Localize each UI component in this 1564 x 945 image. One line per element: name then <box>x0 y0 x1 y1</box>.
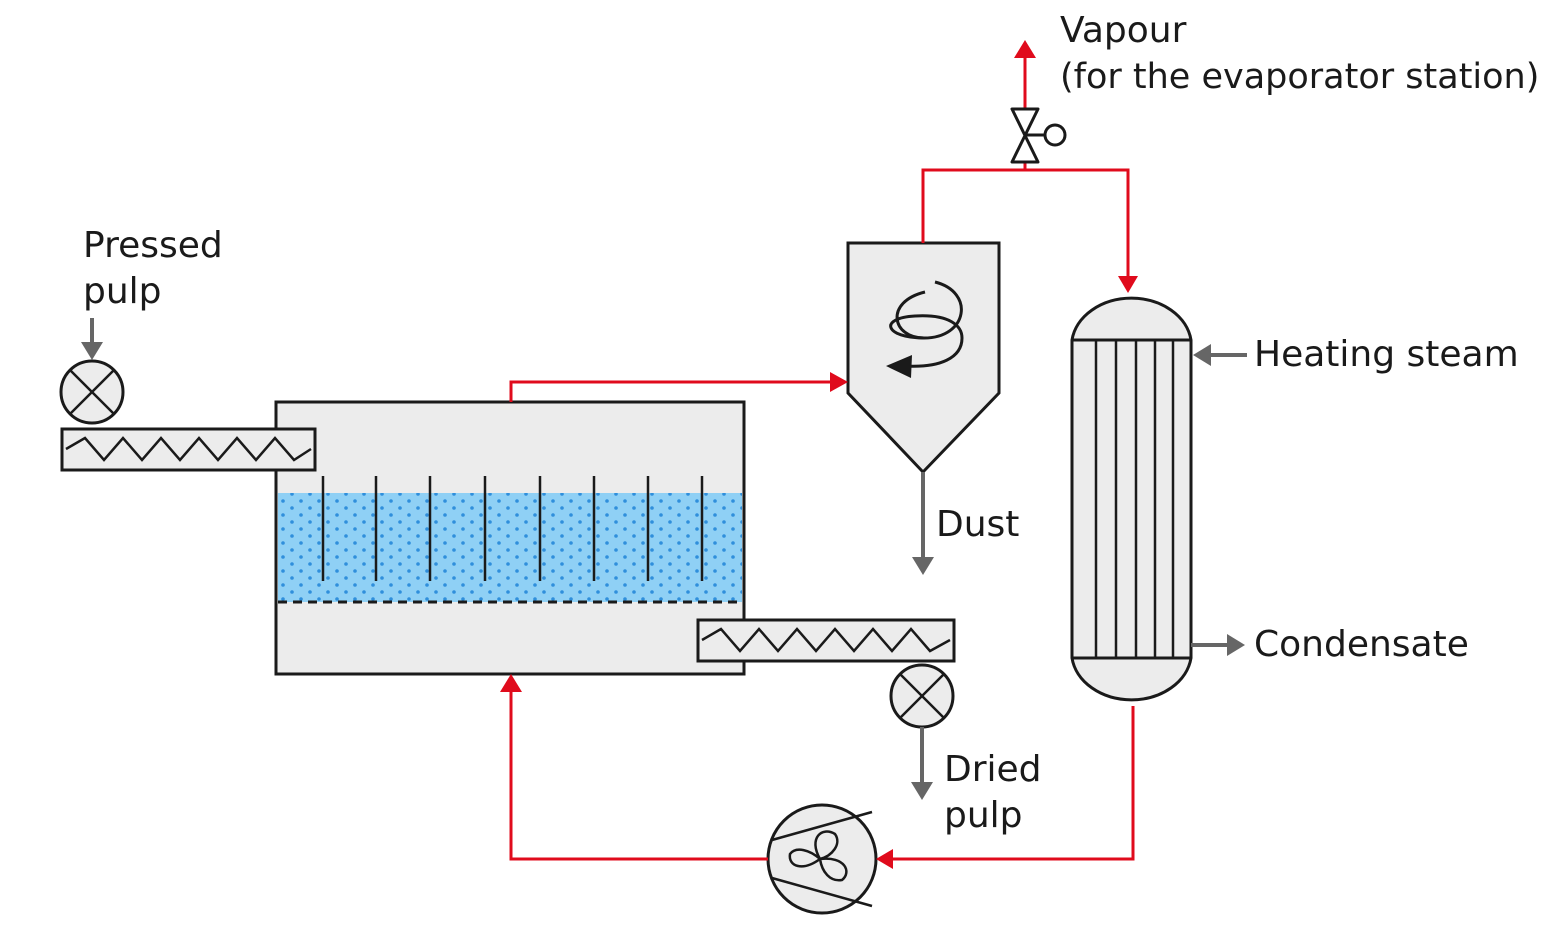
exchanger-tubes <box>1094 340 1175 658</box>
arrow-into-cyclone <box>830 372 848 392</box>
fan-blades <box>788 830 848 882</box>
fluidized-bed <box>278 493 742 602</box>
partition-walls <box>321 476 704 581</box>
process-arrowheads <box>500 40 1138 869</box>
circulation-fan <box>766 803 878 915</box>
inlet-screw-conveyor <box>60 427 317 472</box>
process-lines <box>509 56 1135 861</box>
utility-lines <box>90 318 1247 785</box>
arrow-into-exchanger <box>1118 276 1138 293</box>
outlet-rotary-valve <box>889 663 955 729</box>
arrow-dried-pulp <box>911 782 933 800</box>
fan-to-dryer-line <box>509 690 768 861</box>
heat-exchanger <box>1070 296 1193 702</box>
arrow-heating-steam <box>1193 344 1211 366</box>
arrow-vapour-up <box>1014 40 1036 58</box>
cyclone-arrowhead <box>886 355 912 378</box>
heating-steam-label: Heating steam <box>1254 334 1519 375</box>
condensate-label: Condensate <box>1254 624 1469 665</box>
screw-conveyor-icon <box>701 627 951 653</box>
pressed-pulp-label-line2: pulp <box>83 271 162 312</box>
exchanger-to-fan-line <box>890 706 1135 861</box>
arrow-condensate <box>1227 634 1245 656</box>
arrow-dust <box>912 557 934 575</box>
outlet-screw-conveyor <box>696 618 956 663</box>
dryer-to-cyclone-line <box>509 380 834 402</box>
dust-label: Dust <box>936 504 1020 545</box>
cyclone <box>846 241 1001 475</box>
dried-pulp-label-line2: pulp <box>944 795 1023 836</box>
vapour-label-line2: (for the evaporator station) <box>1060 57 1540 97</box>
arrow-into-fan <box>876 849 893 869</box>
pressed-pulp-label-line1: Pressed <box>83 225 223 266</box>
screw-conveyor-icon <box>65 436 312 462</box>
inlet-rotary-valve <box>59 359 125 425</box>
arrow-pressed-pulp <box>81 342 103 360</box>
dried-pulp-label-line1: Dried <box>944 749 1042 790</box>
vapour-label-line1: Vapour <box>1060 10 1187 51</box>
arrow-into-dryer <box>500 674 522 692</box>
vapour-control-valve <box>1010 107 1067 164</box>
dryer-drum <box>274 400 746 676</box>
cyclone-icon <box>889 280 964 368</box>
utility-arrowheads <box>81 342 1245 800</box>
cyclone-body <box>846 241 1001 475</box>
